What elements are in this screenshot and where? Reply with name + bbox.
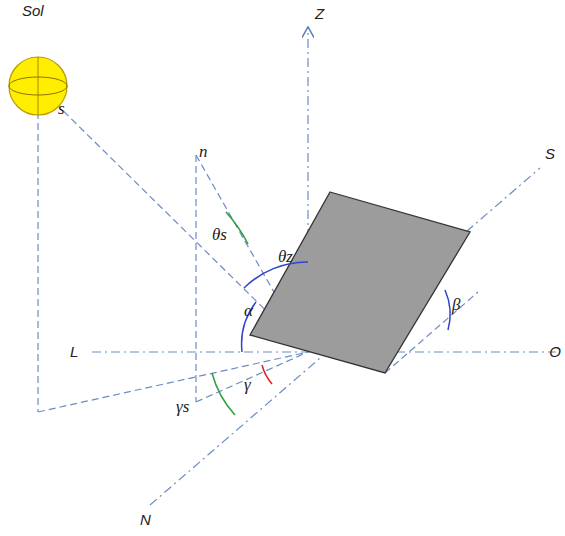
sun-label: Sol xyxy=(22,3,44,18)
zenith-angle-arc xyxy=(244,262,308,288)
sun-projection-ground xyxy=(38,352,308,412)
incidence-angle-arc xyxy=(226,212,248,244)
axis-label: L xyxy=(70,344,78,359)
sun-projection-vertical xyxy=(37,90,38,412)
axis-label: O xyxy=(549,344,561,359)
vector-label: s xyxy=(58,100,65,117)
tilt-angle-arc xyxy=(445,290,450,330)
surface-azimuth-arc xyxy=(262,365,272,384)
axis-label: Z xyxy=(315,6,324,21)
angle-label: β xyxy=(452,296,460,313)
north-south-axis xyxy=(150,168,540,505)
angle-label: γ xyxy=(244,376,251,393)
angle-label: θs xyxy=(212,226,227,243)
normal-projection-vertical xyxy=(195,155,196,402)
angle-label: α xyxy=(244,302,253,319)
solar-azimuth-arc xyxy=(212,373,235,415)
solar-panel xyxy=(250,192,470,373)
axis-label: S xyxy=(545,146,555,161)
vector-label: n xyxy=(199,143,208,160)
altitude-angle-arc xyxy=(242,302,256,352)
angle-label: γs xyxy=(176,398,189,415)
angle-label: θz xyxy=(278,248,293,265)
axis-label: N xyxy=(140,512,151,527)
